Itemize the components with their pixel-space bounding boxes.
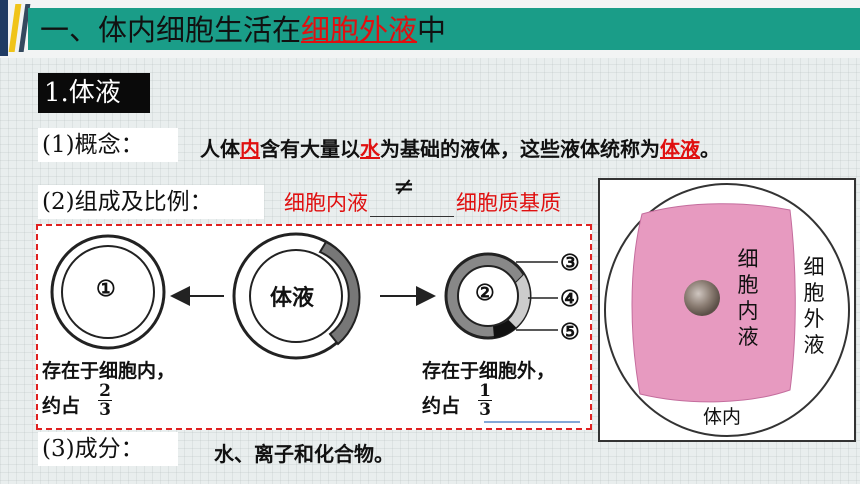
right-number: ② bbox=[475, 280, 495, 306]
title-suffix: 中 bbox=[417, 13, 447, 47]
right-ring-dark bbox=[493, 320, 516, 338]
concept-label: (1)概念： bbox=[38, 128, 178, 162]
label-3: ③ bbox=[560, 250, 580, 276]
center-inner-circle bbox=[249, 249, 343, 343]
inner-fluid-label: 细胞内液 bbox=[737, 247, 759, 349]
header-accent-navy bbox=[0, 0, 8, 56]
ratio-line: 细胞内液 细胞质基质 bbox=[284, 187, 561, 217]
concept-text: 人体内含有大量以水为基础的液体，这些液体统称为体液。 bbox=[200, 137, 720, 161]
cell-panel: 细胞内液 细胞外液 体内 bbox=[598, 178, 856, 442]
right-caption-line1: 存在于细胞外， bbox=[422, 360, 556, 382]
right-ring-inner bbox=[457, 265, 519, 327]
body-label: 体内 bbox=[702, 406, 741, 428]
not-equal-sign: ≠ bbox=[393, 172, 415, 202]
center-label: 体液 bbox=[270, 285, 315, 311]
components-label: (3)成分： bbox=[38, 432, 178, 466]
header-bar bbox=[28, 8, 860, 50]
center-arc bbox=[318, 240, 361, 346]
left-inner-circle bbox=[61, 245, 155, 339]
left-number: ① bbox=[96, 276, 116, 302]
page-title: 一、体内细胞生活在细胞外液中 bbox=[40, 10, 446, 50]
ratio-left: 细胞内液 bbox=[284, 191, 368, 215]
composition-label: (2)组成及比例： bbox=[38, 185, 264, 219]
diagram-svg bbox=[50, 232, 580, 423]
label-4: ④ bbox=[560, 286, 580, 312]
cell-svg bbox=[604, 183, 850, 437]
title-prefix: 一、体内细胞生活在 bbox=[40, 13, 302, 47]
components-text: 水、离子和化合物。 bbox=[214, 442, 394, 466]
left-caption-line1: 存在于细胞内， bbox=[42, 360, 176, 382]
left-caption-line2: 约占 bbox=[42, 395, 81, 417]
ratio-right: 细胞质基质 bbox=[456, 191, 561, 215]
section-label: 1.体液 bbox=[38, 73, 150, 113]
ratio-blank bbox=[370, 198, 454, 217]
nucleus bbox=[684, 280, 720, 316]
title-highlight: 细胞外液 bbox=[301, 13, 418, 47]
right-caption-line2: 约占 bbox=[422, 395, 461, 417]
label-5: ⑤ bbox=[560, 319, 580, 345]
outer-fluid-label: 细胞外液 bbox=[803, 255, 825, 357]
